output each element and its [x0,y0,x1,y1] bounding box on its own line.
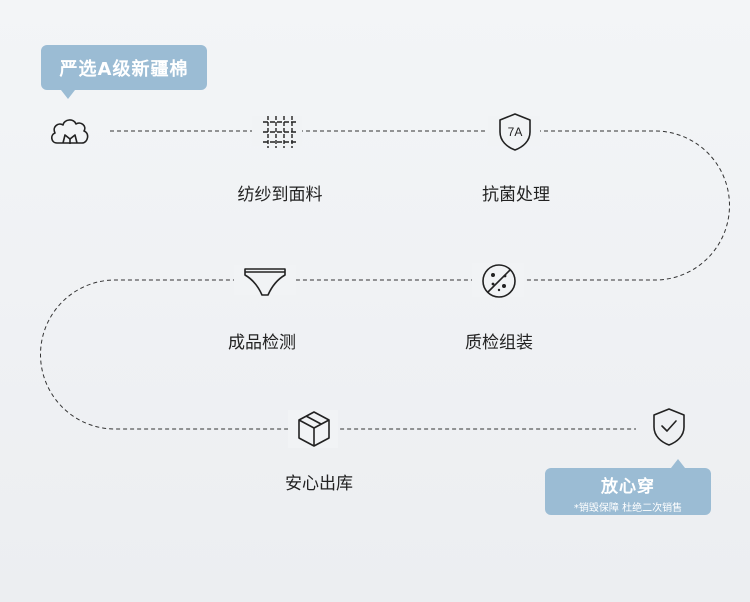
header-badge-text: 严选A级新疆棉 [59,58,189,80]
antibacterial-shield-icon: 7A [499,113,531,151]
cotton-icon [51,119,89,144]
quality-check-icon [482,264,516,298]
antibacterial-grade-text: 7A [508,125,523,139]
footer-badge-subtitle: *销毁保障 杜绝二次销售 [573,503,683,514]
footer-badge: 放心穿 *销毁保障 杜绝二次销售 [545,459,711,515]
shield-check-icon [653,408,685,446]
box-icon [298,411,330,447]
step-label-quality: 质检组装 [465,333,533,353]
step-label-inspection: 成品检测 [228,333,296,353]
header-badge: 严选A级新疆棉 [41,45,207,99]
step-label-antibacterial: 抗菌处理 [482,185,550,205]
fabric-icon [263,116,297,148]
footer-badge-title: 放心穿 [601,477,655,497]
step-label-shipping: 安心出库 [285,474,353,494]
step-label-fabric: 纺纱到面料 [237,185,323,205]
underwear-icon [244,268,286,296]
